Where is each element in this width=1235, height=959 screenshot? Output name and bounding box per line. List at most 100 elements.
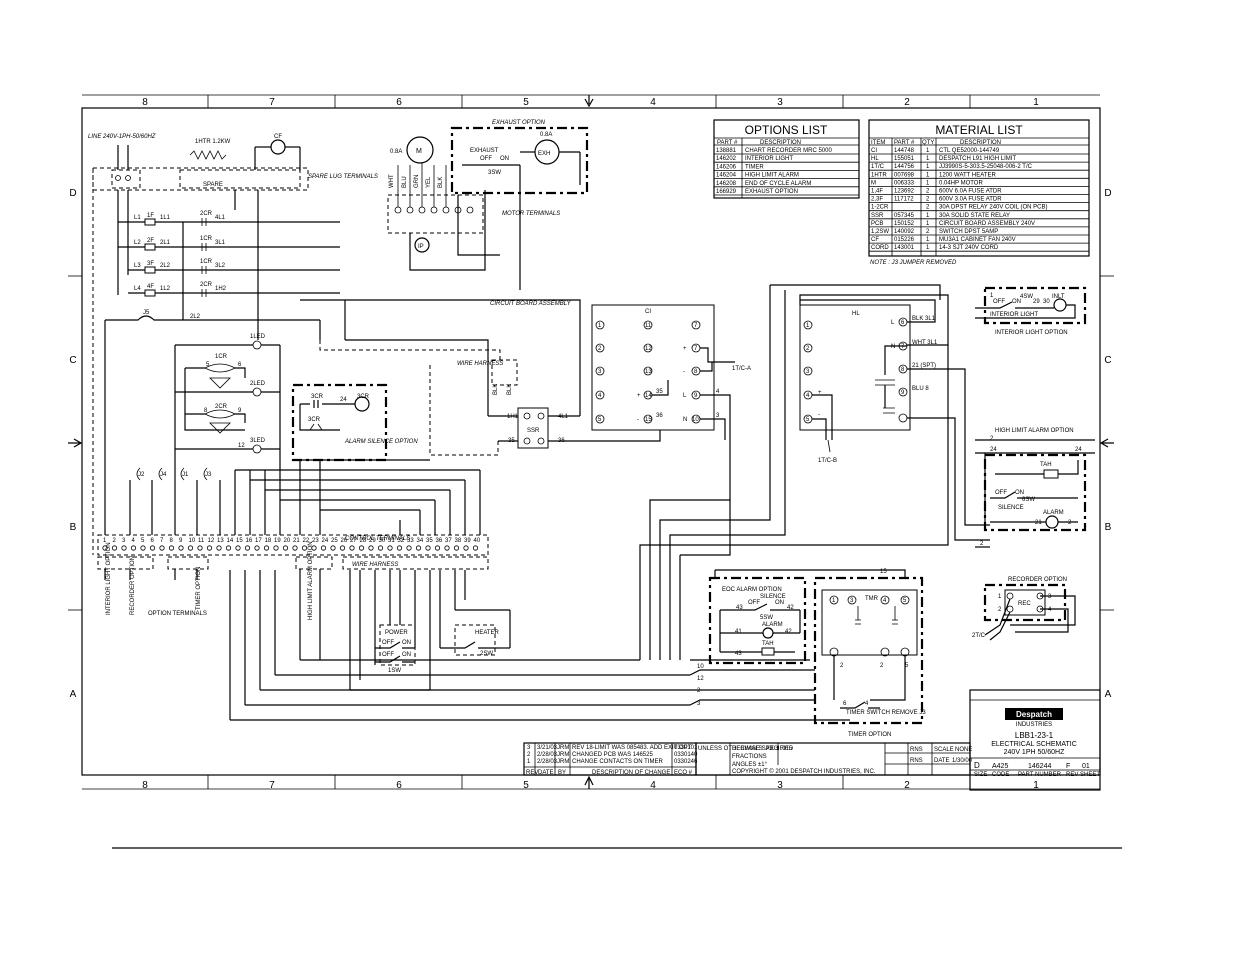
row-labels: D C B A D C B A xyxy=(69,188,1111,700)
material-item: 1,2SW xyxy=(871,229,889,235)
svg-text:29: 29 xyxy=(1033,299,1040,305)
material-list-title: MATERIAL LIST xyxy=(935,123,1023,137)
power-switch-box xyxy=(379,624,416,666)
material-item: 2,3F xyxy=(871,197,883,203)
svg-text:HEATER: HEATER xyxy=(475,630,500,636)
svg-text:1: 1 xyxy=(990,293,994,299)
svg-text:2: 2 xyxy=(998,607,1002,613)
svg-text:-: - xyxy=(818,412,820,418)
col-label: 5 xyxy=(523,97,529,108)
col-label: 4 xyxy=(650,780,656,791)
svg-text:Despatch: Despatch xyxy=(1016,710,1052,719)
svg-text:DECIMALS .XX ± .015: DECIMALS .XX ± .015 xyxy=(732,746,793,752)
power-heater-switches: POWER OFF ON OFF ON 1SW HEATER 2SW xyxy=(229,555,850,721)
svg-text:2: 2 xyxy=(1068,520,1072,526)
svg-text:12: 12 xyxy=(645,346,652,352)
material-item: 1-2CR xyxy=(871,205,889,211)
svg-text:PART NUMBER: PART NUMBER xyxy=(1018,772,1062,778)
material-part-number: 140092 xyxy=(894,229,915,235)
terminal-screw xyxy=(472,545,479,551)
material-qty: 1 xyxy=(926,213,930,219)
svg-text:OFF: OFF xyxy=(382,652,394,658)
material-description: 600V 6.0A FUSE ATDR xyxy=(939,189,1002,195)
svg-text:-: - xyxy=(683,369,685,375)
terminal-screw xyxy=(282,545,289,551)
terminal-number: 31 xyxy=(388,538,395,544)
terminal-screw xyxy=(206,545,213,551)
material-qty: 1 xyxy=(926,164,930,170)
svg-text:A425: A425 xyxy=(992,763,1008,770)
cabinet-fan-label: CF xyxy=(274,134,282,140)
terminal-screw xyxy=(121,545,127,551)
terminal-screw xyxy=(178,545,184,551)
options-description: TIMER xyxy=(745,164,764,170)
terminal-screw xyxy=(130,545,137,551)
rev-by: JRM xyxy=(557,759,569,765)
svg-text:1: 1 xyxy=(806,323,810,329)
svg-text:10: 10 xyxy=(692,417,699,423)
svg-text:HIGH LIMIT ALARM OPTION: HIGH LIMIT ALARM OPTION xyxy=(995,428,1074,434)
svg-text:3: 3 xyxy=(697,701,701,707)
svg-text:21 (SPT): 21 (SPT) xyxy=(912,363,936,369)
svg-text:DATE: DATE xyxy=(934,758,950,764)
motor-section: M 0.8A EXHAUST OPTION EXH 0.8A EXHAUST O… xyxy=(387,120,589,290)
svg-text:SHEET: SHEET xyxy=(1080,772,1100,778)
svg-text:15: 15 xyxy=(880,569,887,575)
svg-text:C: C xyxy=(69,355,76,366)
material-qty: 2 xyxy=(926,189,930,195)
svg-text:12: 12 xyxy=(697,676,704,682)
terminal-screw xyxy=(197,545,203,551)
svg-text:2: 2 xyxy=(697,688,701,694)
svg-text:DATE: DATE xyxy=(538,770,554,776)
options-description: EXHAUST OPTION xyxy=(745,189,798,195)
terminal-screw xyxy=(434,545,441,551)
svg-text:+: + xyxy=(818,390,822,396)
material-item: 1HTR xyxy=(871,172,887,178)
col-label: 2 xyxy=(904,780,910,791)
terminal-screw xyxy=(292,545,298,551)
svg-text:2: 2 xyxy=(840,663,844,669)
1cr-coil xyxy=(204,363,236,373)
heater-label: 1HTR 1.2KW xyxy=(195,139,231,145)
terminal-number: 6 xyxy=(151,538,155,544)
svg-text:L2: L2 xyxy=(134,240,141,246)
terminal-number: 30 xyxy=(379,538,386,544)
terminal-screw xyxy=(349,545,355,551)
terminal-number: 24 xyxy=(322,538,329,544)
material-part-number: 006333 xyxy=(894,180,915,186)
svg-text:RECORDER OPTION: RECORDER OPTION xyxy=(1008,577,1067,583)
svg-text:UNLESS OTHERWISE SPECIFIED: UNLESS OTHERWISE SPECIFIED xyxy=(698,746,794,752)
svg-text:EOC ALARM OPTION: EOC ALARM OPTION xyxy=(722,587,782,593)
svg-text:4: 4 xyxy=(598,393,602,399)
svg-text:F: F xyxy=(1066,763,1070,770)
control-section: 1LED 2LED 3LED 1CR 2CR 5 6 8 9 12 3CR 3C… xyxy=(104,295,481,535)
svg-text:SILENCE: SILENCE xyxy=(998,505,1024,511)
svg-text:J4: J4 xyxy=(160,472,167,478)
terminal-number: 28 xyxy=(360,538,367,544)
svg-text:ALARM: ALARM xyxy=(1043,510,1064,516)
options-description: HIGH LIMIT ALARM xyxy=(745,173,799,179)
svg-text:ON: ON xyxy=(775,600,784,606)
svg-text:3F: 3F xyxy=(147,261,154,267)
svg-text:4: 4 xyxy=(716,389,720,395)
svg-text:36: 36 xyxy=(656,413,663,419)
terminal-number: 18 xyxy=(265,538,272,544)
2cr-coil xyxy=(204,409,236,419)
ssr-box xyxy=(517,407,549,449)
terminal-number: 34 xyxy=(417,538,424,544)
rev-by: JRM xyxy=(557,752,569,758)
svg-text:2: 2 xyxy=(990,436,994,442)
material-part-number: 007698 xyxy=(894,172,915,178)
svg-text:TIMER OPTION: TIMER OPTION xyxy=(196,567,202,610)
svg-text:MOTOR TERMINALS: MOTOR TERMINALS xyxy=(502,211,560,217)
material-description: 1200 WATT HEATER xyxy=(939,172,996,178)
col-label: 8 xyxy=(142,780,148,791)
terminal-screw xyxy=(244,545,251,551)
svg-text:8: 8 xyxy=(694,369,698,375)
svg-text:6: 6 xyxy=(238,362,242,368)
svg-text:REC: REC xyxy=(1018,601,1031,607)
svg-text:43: 43 xyxy=(735,651,742,657)
svg-text:CONTROL TERMINALS: CONTROL TERMINALS xyxy=(345,536,410,542)
svg-text:L1: L1 xyxy=(134,215,141,221)
svg-text:ELECTRICAL SCHEMATIC: ELECTRICAL SCHEMATIC xyxy=(991,741,1077,748)
